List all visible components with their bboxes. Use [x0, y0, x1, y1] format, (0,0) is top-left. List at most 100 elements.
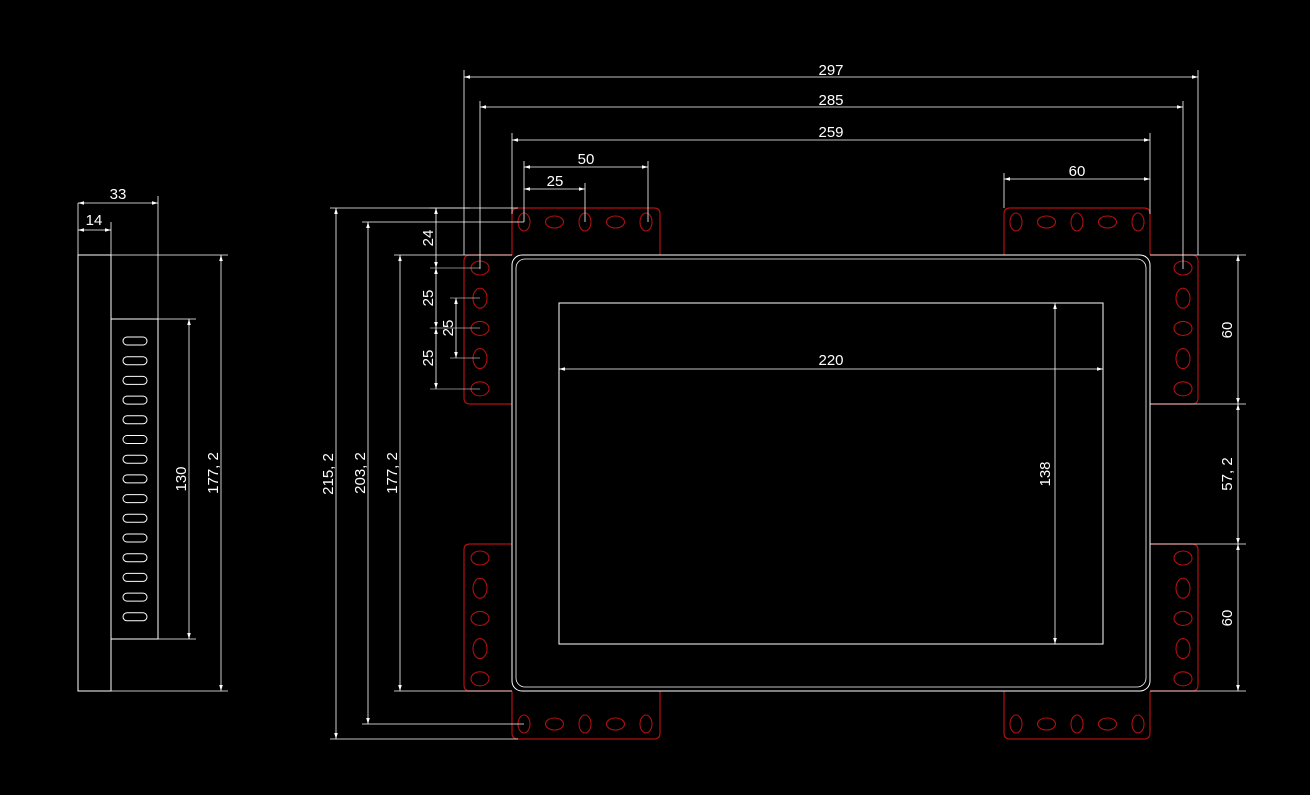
screen-area [558, 302, 1104, 645]
mounting-hole [578, 714, 592, 734]
mounting-hole [1175, 638, 1191, 660]
mounting-brackets [463, 207, 1199, 740]
mounting-hole [472, 577, 488, 599]
frame-inner [515, 258, 1147, 688]
mounting-hole [1173, 320, 1193, 336]
vent-slot [122, 375, 148, 385]
dim-screen-138: 138 [1037, 303, 1057, 644]
bracket-bottom-right [1003, 691, 1151, 740]
mounting-hole [1097, 717, 1118, 731]
mounting-hole [1173, 610, 1193, 626]
mounting-hole [1131, 714, 1145, 734]
dim-label-side-panel: 14 [86, 212, 103, 229]
dim-top-right-60: 60 [1003, 163, 1150, 208]
dim-left-25-b: 25 [440, 297, 480, 359]
dim-label-203: 203, 2 [352, 452, 369, 494]
mounting-hole [605, 717, 626, 731]
dim-label-25-a: 25 [420, 290, 437, 307]
dim-left-25-a: 25 [420, 268, 480, 329]
dim-label-138: 138 [1037, 461, 1054, 486]
dim-width-297: 297 [463, 62, 1199, 255]
mounting-hole [470, 550, 490, 566]
dim-right-60-top: 60 [1150, 254, 1246, 405]
mounting-hole [1173, 550, 1193, 566]
mounting-hole [1036, 215, 1057, 229]
dim-side-slot-130: 130 [158, 318, 196, 640]
dim-height-215: 215, 2 [320, 207, 518, 740]
mounting-hole [1131, 212, 1145, 232]
mounting-hole [1009, 212, 1023, 232]
dim-label-25-top: 25 [547, 173, 564, 190]
dim-label-60-right-top: 60 [1219, 322, 1236, 339]
dim-left-25-c: 25 [420, 328, 480, 390]
vent-slot [122, 435, 148, 444]
dim-label-24: 24 [420, 230, 437, 247]
vent-slot [122, 553, 148, 563]
dim-label-57: 57, 2 [1219, 457, 1236, 490]
mounting-hole [470, 671, 490, 687]
dim-side-height-177: 177, 2 [111, 254, 228, 692]
mounting-hole [1173, 381, 1193, 397]
dim-label-220: 220 [818, 352, 843, 369]
dim-side-panel-14: 14 [78, 212, 112, 255]
dim-side-width-33: 33 [77, 186, 159, 319]
dim-label-side-slot-span: 130 [173, 466, 190, 491]
dim-right-57: 57, 2 [1150, 404, 1246, 545]
vent-slot [122, 494, 148, 504]
mounting-hole [1070, 212, 1084, 232]
vent-slot [122, 533, 148, 543]
dim-label-25-b: 25 [440, 320, 457, 337]
mounting-hole [1175, 287, 1191, 309]
vent-slot [122, 474, 148, 484]
dim-label-60-right-bottom: 60 [1219, 610, 1236, 627]
side-vent-slots [122, 336, 148, 622]
mounting-hole [639, 212, 653, 232]
mounting-hole [472, 348, 488, 370]
vent-slot [122, 572, 148, 582]
mounting-hole [1070, 714, 1084, 734]
dim-label-side-height: 177, 2 [205, 452, 222, 494]
vent-slot [122, 592, 148, 602]
dim-height-177: 177, 2 [384, 254, 512, 692]
dim-label-215: 215, 2 [320, 453, 337, 495]
side-view: 33 14 130 177, 2 [77, 186, 228, 692]
vent-slot [122, 336, 148, 346]
dim-screen-220: 220 [559, 352, 1103, 371]
vent-slot [122, 356, 148, 366]
mounting-hole [544, 215, 565, 229]
dim-width-259: 259 [511, 124, 1151, 214]
dim-label-259: 259 [818, 124, 843, 141]
mounting-hole [472, 638, 488, 660]
mounting-hole [1097, 215, 1118, 229]
mounting-hole [605, 215, 626, 229]
mounting-hole [1175, 348, 1191, 370]
vent-slot [122, 612, 148, 622]
dim-left-24: 24 [420, 207, 480, 269]
side-body-outline [110, 318, 159, 640]
mounting-hole [544, 717, 565, 731]
dim-label-285: 285 [818, 92, 843, 109]
mounting-hole [1036, 717, 1057, 731]
bracket-holes [470, 212, 1193, 734]
dim-label-side-width: 33 [110, 186, 127, 203]
dim-right-60-bottom: 60 [1150, 544, 1246, 692]
dim-label-25-c: 25 [420, 350, 437, 367]
dim-top-50: 50 [523, 151, 649, 222]
mounting-hole [639, 714, 653, 734]
vent-slot [122, 454, 148, 464]
vent-slot [122, 415, 148, 425]
mounting-hole [470, 610, 490, 626]
dim-label-177: 177, 2 [384, 452, 401, 494]
frame-outer [511, 254, 1151, 692]
mounting-hole [470, 320, 490, 336]
vent-slot [122, 395, 148, 405]
mounting-hole [1175, 577, 1191, 599]
dim-top-25: 25 [524, 173, 586, 222]
mounting-hole [1009, 714, 1023, 734]
dim-label-297: 297 [818, 62, 843, 79]
vent-slot [122, 513, 148, 523]
dim-label-60-top-right: 60 [1069, 163, 1086, 180]
front-view: 297 285 259 50 25 [320, 62, 1246, 740]
dim-label-50: 50 [578, 151, 595, 168]
mounting-hole [1173, 671, 1193, 687]
